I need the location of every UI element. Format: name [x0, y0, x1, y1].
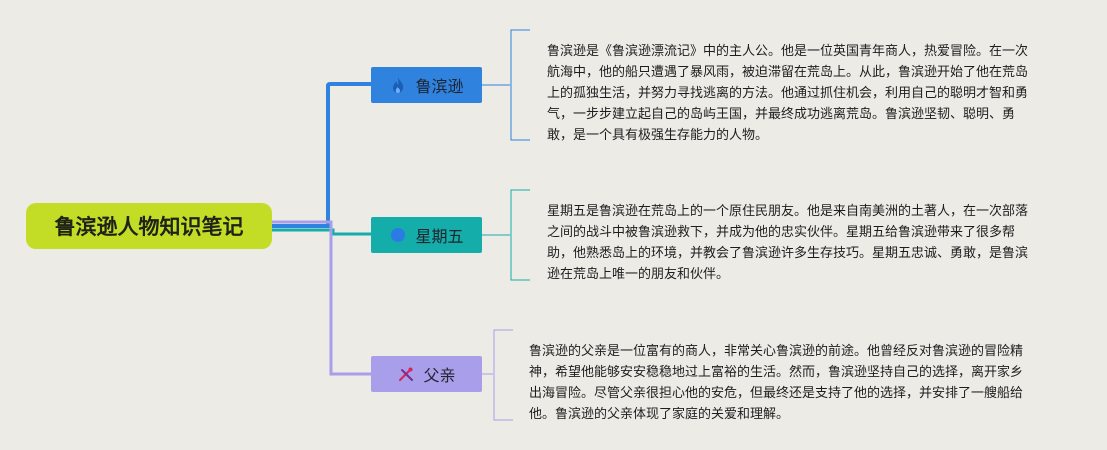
description-robinson: 鲁滨逊是《鲁滨逊漂流记》中的主人公。他是一位英国青年商人，热爱冒险。在一次航海中…	[547, 44, 1029, 143]
connector-root-to-father	[272, 220, 371, 376]
bracket-robinson	[510, 29, 530, 141]
crossed-tools-icon	[397, 365, 415, 383]
blue-circle-icon	[389, 226, 407, 244]
bracket-father	[493, 329, 513, 421]
flame-icon	[389, 76, 407, 94]
connector-root-to-friday	[272, 228, 371, 236]
root-topic-label: 鲁滨逊人物知识笔记	[54, 215, 244, 239]
branch-label-father: 父亲	[423, 366, 456, 385]
connector-root-to-robinson	[272, 82, 371, 228]
branch-node-father[interactable]: 父亲	[371, 356, 482, 392]
root-topic[interactable]: 鲁滨逊人物知识笔记	[26, 203, 272, 249]
bracket-friday	[510, 189, 530, 281]
description-friday: 星期五是鲁滨逊在荒岛上的一个原住民朋友。他是来自南美洲的土著人，在一次部落之间的…	[547, 204, 1029, 282]
description-father: 鲁滨逊的父亲是一位富有的商人，非常关心鲁滨逊的前途。他曾经反对鲁滨逊的冒险精神，…	[529, 344, 1024, 422]
branch-node-robinson[interactable]: 鲁滨逊	[371, 67, 482, 103]
branch-label-friday: 星期五	[415, 227, 464, 246]
branch-label-robinson: 鲁滨逊	[415, 77, 464, 96]
branch-node-friday[interactable]: 星期五	[371, 217, 482, 253]
